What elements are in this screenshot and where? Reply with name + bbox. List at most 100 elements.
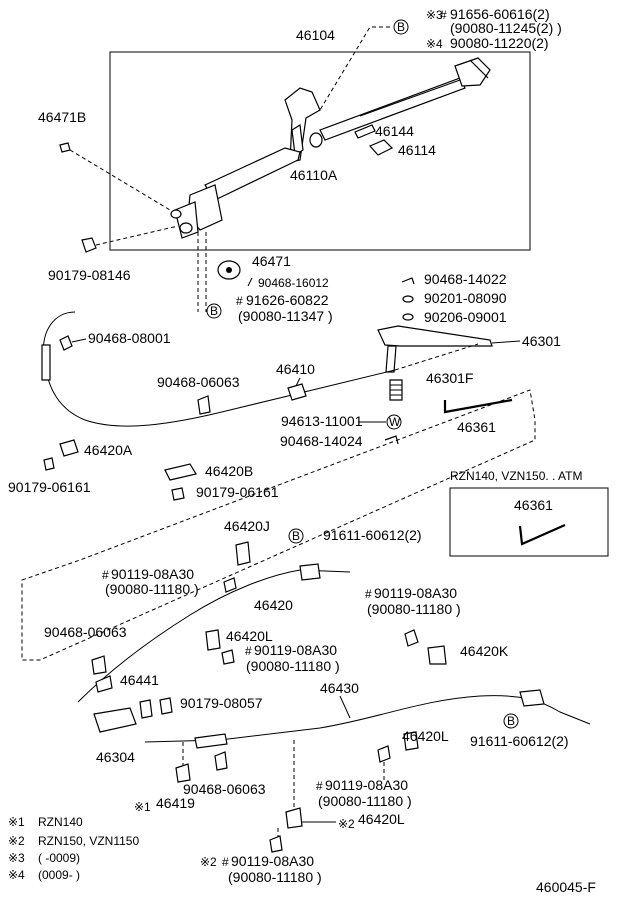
- legend-mark-4: ※4: [8, 868, 25, 882]
- legend-mark-3: ※3: [8, 851, 25, 865]
- ref-b-top-text: B: [397, 20, 405, 34]
- bracket-46420l-b: [403, 731, 419, 751]
- label-46420l-a: 46420L: [226, 628, 273, 644]
- label-46420: 46420: [254, 597, 293, 613]
- bolt-90119-08a30-e: [269, 835, 283, 853]
- equalizer-46304: [93, 707, 137, 733]
- label-90119-08a30-e: 90119-08A30: [231, 853, 314, 869]
- label-90468-14022: 90468-14022: [424, 271, 507, 287]
- diagram-id: 460045-F: [536, 879, 596, 895]
- nut-90179-08057: [159, 697, 173, 715]
- label-90468-06063-c: 90468-06063: [183, 781, 266, 797]
- label-46430: 46430: [320, 680, 359, 696]
- pin-90206-09001: [402, 313, 414, 321]
- inset-frame: [449, 487, 609, 557]
- bracket-46420b: [164, 463, 197, 481]
- label-90080-11180-d: (90080-11180 ): [318, 793, 412, 809]
- label-46471b: 46471B: [38, 109, 86, 125]
- label-91611-60612-b: 91611-60612(2): [470, 733, 569, 749]
- bracket-46420l-a: [205, 629, 221, 651]
- label-46144: 46144: [375, 123, 414, 139]
- parking-brake-pedal-illustration: [170, 57, 491, 239]
- hash-mark-b: #: [245, 644, 252, 658]
- bolt-90119-08a30-a: [223, 577, 237, 593]
- hash-mark-91626: #: [236, 294, 243, 308]
- label-90119-08a30-c: 90119-08A30: [374, 585, 457, 601]
- bolt-46471b: [59, 142, 71, 153]
- nut-90179-08146: [81, 237, 97, 253]
- label-46361-b: 46361: [514, 497, 553, 513]
- legend-mark-2: ※2: [8, 834, 25, 848]
- hash-mark-d: #: [316, 779, 323, 793]
- label-90080-11180-a: (90080-11180 ): [105, 581, 199, 597]
- rod-46361-inset: [518, 523, 566, 546]
- bracket-46420j: [235, 541, 251, 566]
- ref-circle-b-46420j: [288, 528, 304, 544]
- label-46420k: 46420K: [460, 643, 509, 659]
- legend-text-3: ( -0009): [38, 851, 80, 865]
- note4-mark-top: ※4: [426, 37, 443, 51]
- bracket-46420l-c: [285, 807, 303, 829]
- label-90179-08057: 90179-08057: [180, 695, 263, 711]
- label-91656-60616: 91656-60616(2): [450, 6, 550, 22]
- bolt-90119-08a30-c: [404, 629, 419, 647]
- clip-90468-06063-b: [91, 655, 107, 675]
- label-46361-a: 46361: [457, 419, 496, 435]
- legend-text-2: RZN150, VZN1150: [38, 834, 139, 848]
- hash-mark-a: #: [102, 568, 109, 582]
- rod-46361: [443, 398, 513, 414]
- hash-mark-c: #: [365, 587, 372, 601]
- label-91626-60822: 91626-60822: [246, 292, 329, 308]
- label-90468-08001: 90468-08001: [88, 330, 171, 346]
- label-90080-11347: (90080-11347 ): [238, 308, 333, 324]
- rear-cable-46420: [77, 569, 351, 703]
- hash-mark-e: #: [222, 855, 229, 869]
- bracket-46420k: [427, 645, 447, 665]
- label-46420l-c: 46420L: [358, 811, 405, 827]
- note3-mark-top: ※3: [426, 8, 443, 22]
- clip-90468-14022: [401, 277, 415, 285]
- clip-90468-08001: [59, 335, 73, 351]
- label-90119-08a30-a: 90119-08A30: [111, 566, 194, 582]
- label-90080-11245: (90080-11245(2) ): [450, 20, 562, 36]
- label-46471: 46471: [252, 253, 291, 269]
- label-90080-11180-c: (90080-11180 ): [367, 601, 461, 617]
- ref-circle-b-mid: [206, 303, 222, 319]
- label-46104: 46104: [296, 27, 335, 43]
- pin-46441: [139, 699, 153, 719]
- pedal-assembly-frame: [109, 51, 531, 251]
- ref-circle-b-top: [393, 19, 409, 35]
- label-46301: 46301: [522, 333, 561, 349]
- label-90119-08a30-d: 90119-08A30: [325, 777, 408, 793]
- label-90080-11220: 90080-11220(2): [450, 35, 549, 51]
- bracket-46420a: [59, 439, 79, 457]
- label-46420a: 46420A: [84, 442, 133, 458]
- clip-90468-06063-a: [197, 395, 211, 415]
- label-91611-60612-a: 91611-60612(2): [323, 527, 422, 543]
- label-90206-09001: 90206-09001: [424, 309, 507, 325]
- clip-90468-06063-c: [214, 751, 228, 771]
- ref-b-46420j-text: B: [292, 529, 300, 543]
- clip-46419: [175, 763, 191, 783]
- label-90468-14024: 90468-14024: [280, 433, 363, 449]
- ref-w-text: W: [389, 415, 401, 429]
- inset-title: RZN140, VZN150. . ATM: [450, 469, 583, 483]
- ref-circle-w: [386, 414, 402, 430]
- label-90468-06063-b: 90468-06063: [44, 624, 127, 640]
- label-94613-11001: 94613-11001: [281, 413, 363, 429]
- label-46114: 46114: [398, 142, 436, 158]
- equalizer-lever-46301: [377, 325, 493, 347]
- legend-text-4: (0009- ): [38, 868, 80, 882]
- ref-b-mid-text: B: [210, 304, 218, 318]
- front-cable-46410: [42, 311, 396, 427]
- clip-90468-14024: [384, 435, 399, 445]
- label-90201-08090: 90201-08090: [424, 290, 507, 306]
- label-90080-11180-e: (90080-11180 ): [228, 869, 322, 885]
- note2-mark-46420l: ※2: [338, 817, 355, 831]
- label-46110a: 46110A: [290, 167, 338, 183]
- label-90179-06161-b: 90179-06161: [196, 484, 279, 500]
- legend: ※1 RZN140 ※2 RZN150, VZN1150 ※3 ( -0009)…: [8, 815, 139, 882]
- label-46304: 46304: [96, 749, 135, 765]
